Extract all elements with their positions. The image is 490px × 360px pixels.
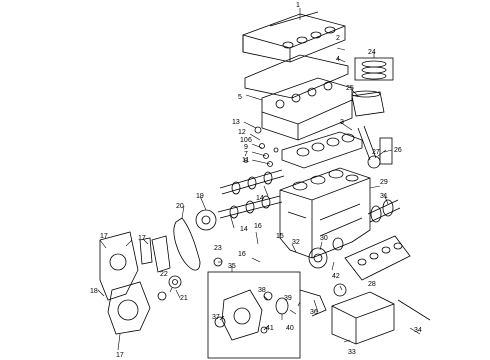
callout-33: 33: [348, 349, 356, 356]
callout-17c: 17: [116, 352, 124, 359]
callout-labels: 1 2 3 4 5 6 7 8 9 10 11 12 13 14 14 15 1…: [90, 2, 422, 359]
callout-34: 34: [414, 327, 422, 334]
oil-pump-box: [207, 271, 301, 359]
timing-cover-lower: [107, 281, 151, 335]
callout-16b: 16: [238, 251, 246, 258]
oil-seal: [333, 283, 347, 297]
main-bearings-box: [344, 235, 411, 281]
callout-13: 13: [232, 119, 240, 126]
callout-5: 5: [238, 94, 242, 101]
oil-pan: [331, 291, 395, 345]
timing-cover-rear: [151, 235, 171, 273]
timing-belt: [173, 217, 201, 271]
callout-22: 22: [160, 271, 168, 278]
oil-strainer: [299, 289, 327, 317]
valve-cover-gasket: [244, 54, 349, 99]
cylinder-head: [261, 77, 353, 141]
valve-lifters: [254, 126, 279, 167]
callout-37: 37: [212, 314, 220, 321]
callout-18: 18: [90, 288, 98, 295]
callout-10: 10: [240, 137, 248, 144]
callout-36: 36: [310, 309, 318, 316]
callout-40: 40: [286, 325, 294, 332]
callout-11: 11: [242, 157, 249, 164]
callout-17a: 17: [100, 233, 108, 240]
engine-block: [279, 167, 371, 259]
callout-32: 32: [292, 239, 300, 246]
callout-35: 35: [228, 263, 236, 270]
callout-8: 8: [244, 158, 248, 165]
head-gasket: [281, 131, 363, 169]
leader-lines: [97, 8, 421, 351]
callout-26: 26: [394, 147, 402, 154]
valve-cover: [242, 11, 346, 63]
callout-15: 15: [276, 233, 284, 240]
callout-7: 7: [244, 151, 248, 158]
callout-23: 23: [214, 245, 222, 252]
piston: [351, 90, 385, 117]
callout-14a: 14: [256, 195, 264, 202]
callout-12: 12: [238, 129, 246, 136]
callout-2: 2: [336, 35, 340, 42]
connecting-rod: [357, 125, 393, 169]
engine-bracket: [139, 237, 153, 265]
callout-19: 19: [196, 193, 204, 200]
callout-3: 3: [340, 119, 344, 126]
callout-6: 6: [248, 137, 252, 144]
cam-sprocket: [195, 209, 217, 231]
callout-29: 29: [380, 179, 388, 186]
callout-24: 24: [368, 49, 376, 56]
tensioner-pulley: [157, 257, 223, 301]
callout-17b: 17: [138, 235, 146, 242]
crank-gear: [332, 237, 344, 251]
callout-27: 27: [372, 149, 380, 156]
crank-pulley: [308, 247, 328, 269]
timing-cover-upper: [99, 231, 139, 301]
callout-25: 25: [346, 85, 354, 92]
callout-28: 28: [368, 281, 376, 288]
callout-4: 4: [336, 56, 340, 63]
callout-16a: 16: [254, 223, 262, 230]
callout-42: 42: [332, 273, 340, 280]
callout-39: 39: [284, 295, 292, 302]
callout-20: 20: [176, 203, 184, 210]
camshafts: [217, 169, 285, 219]
piston-rings: [354, 57, 394, 81]
dipstick: [397, 299, 431, 321]
callout-41: 41: [266, 325, 274, 332]
callout-38: 38: [258, 287, 266, 294]
callout-21: 21: [180, 295, 188, 302]
callout-9: 9: [244, 144, 248, 151]
callout-1: 1: [296, 2, 300, 9]
crankshaft: [367, 199, 401, 223]
callout-30: 30: [320, 235, 328, 242]
callout-14b: 14: [240, 226, 248, 233]
callout-31: 31: [380, 193, 388, 200]
